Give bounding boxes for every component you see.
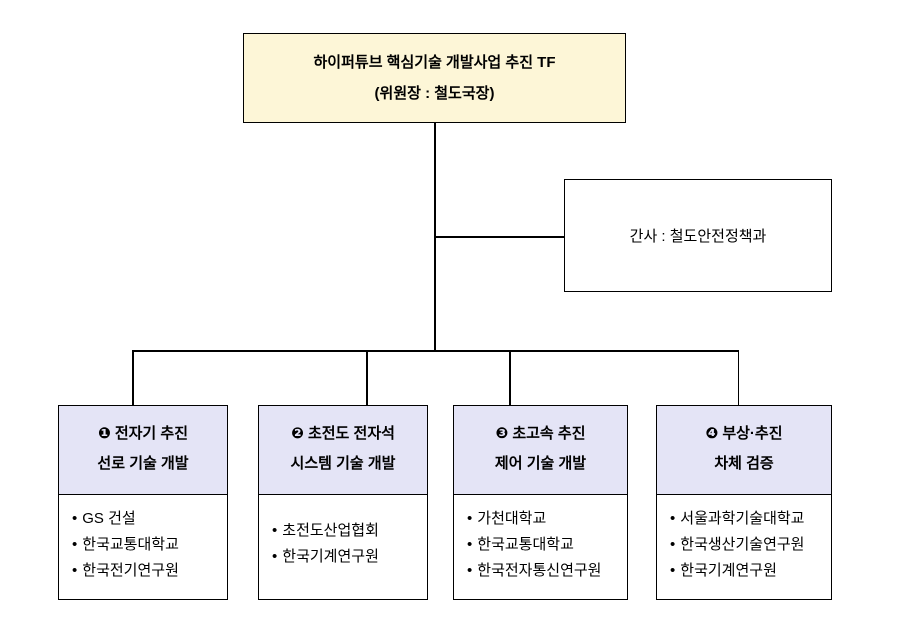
connector-drop-team-3 <box>509 350 511 405</box>
team-4-heading-line1: ❹ 부상·추진 <box>705 425 783 442</box>
member-label: 한국교통대학교 <box>82 536 179 553</box>
team-1-member-2: •한국교통대학교 <box>72 532 225 558</box>
member-label: 한국생산기술연구원 <box>680 536 805 553</box>
team-box-1: ❶ 전자기 추진 선로 기술 개발 •GS 건설 •한국교통대학교 •한국전기연… <box>58 405 228 600</box>
bullet-icon: • <box>72 536 78 553</box>
team-3-member-1: •가천대학교 <box>467 506 625 532</box>
team-1-member-1: •GS 건설 <box>72 506 225 532</box>
team-1-members: •GS 건설 •한국교통대학교 •한국전기연구원 <box>59 495 227 584</box>
bullet-icon: • <box>467 536 473 553</box>
team-box-2: ❷ 초전도 전자석 시스템 기술 개발 •초전도산업협회 •한국기계연구원 <box>258 405 428 600</box>
team-2-member-2: •한국기계연구원 <box>272 544 425 570</box>
connector-teams-horizontal <box>132 350 739 352</box>
team-3-header: ❸ 초고속 추진 제어 기술 개발 <box>454 406 627 495</box>
team-4-header: ❹ 부상·추진 차체 검증 <box>657 406 831 495</box>
team-1-member-3: •한국전기연구원 <box>72 558 225 584</box>
root-box: 하이퍼튜브 핵심기술 개발사업 추진 TF (위원장 : 철도국장) <box>243 33 626 123</box>
team-4-member-3: •한국기계연구원 <box>670 558 829 584</box>
connector-drop-team-2 <box>366 350 368 405</box>
bullet-icon: • <box>670 510 676 527</box>
root-subtitle: (위원장 : 철도국장) <box>374 85 495 102</box>
team-2-header: ❷ 초전도 전자석 시스템 기술 개발 <box>259 406 427 495</box>
team-4-member-2: •한국생산기술연구원 <box>670 532 829 558</box>
member-label: 한국전자통신연구원 <box>477 562 602 579</box>
team-3-member-2: •한국교통대학교 <box>467 532 625 558</box>
team-box-3: ❸ 초고속 추진 제어 기술 개발 •가천대학교 •한국교통대학교 •한국전자통… <box>453 405 628 600</box>
member-label: 한국전기연구원 <box>82 562 179 579</box>
member-label: 한국교통대학교 <box>477 536 574 553</box>
team-4-member-1: •서울과학기술대학교 <box>670 506 829 532</box>
bullet-icon: • <box>272 548 278 565</box>
bullet-icon: • <box>467 510 473 527</box>
connector-drop-team-1 <box>132 350 134 405</box>
connector-secretary-branch <box>435 236 565 238</box>
team-2-heading-line1: ❷ 초전도 전자석 <box>291 425 395 442</box>
member-label: 한국기계연구원 <box>680 562 777 579</box>
team-1-header: ❶ 전자기 추진 선로 기술 개발 <box>59 406 227 495</box>
bullet-icon: • <box>467 562 473 579</box>
team-1-heading-line1: ❶ 전자기 추진 <box>97 425 189 442</box>
bullet-icon: • <box>72 562 78 579</box>
team-2-member-1: •초전도산업협회 <box>272 518 425 544</box>
team-1-heading-line2: 선로 기술 개발 <box>97 455 189 472</box>
team-4-members: •서울과학기술대학교 •한국생산기술연구원 •한국기계연구원 <box>657 495 831 584</box>
team-2-heading-line2: 시스템 기술 개발 <box>290 455 396 472</box>
member-label: 한국기계연구원 <box>282 548 379 565</box>
bullet-icon: • <box>272 522 278 539</box>
team-3-member-3: •한국전자통신연구원 <box>467 558 625 584</box>
team-4-heading-line2: 차체 검증 <box>714 455 774 472</box>
member-label: 초전도산업협회 <box>282 522 379 539</box>
team-box-4: ❹ 부상·추진 차체 검증 •서울과학기술대학교 •한국생산기술연구원 •한국기… <box>656 405 832 600</box>
bullet-icon: • <box>670 562 676 579</box>
team-3-heading-line1: ❸ 초고속 추진 <box>495 425 586 442</box>
bullet-icon: • <box>72 510 78 527</box>
secretary-box: 간사 : 철도안전정책과 <box>564 179 832 292</box>
team-3-heading-line2: 제어 기술 개발 <box>494 455 587 472</box>
team-3-members: •가천대학교 •한국교통대학교 •한국전자통신연구원 <box>454 495 627 584</box>
member-label: 가천대학교 <box>477 510 547 527</box>
secretary-label: 간사 : 철도안전정책과 <box>629 228 767 245</box>
bullet-icon: • <box>670 536 676 553</box>
root-title: 하이퍼튜브 핵심기술 개발사업 추진 TF <box>313 54 556 71</box>
connector-drop-team-4 <box>737 350 739 405</box>
team-2-members: •초전도산업협회 •한국기계연구원 <box>259 495 427 570</box>
connector-root-vertical <box>434 123 436 351</box>
member-label: GS 건설 <box>82 510 136 527</box>
member-label: 서울과학기술대학교 <box>680 510 805 527</box>
